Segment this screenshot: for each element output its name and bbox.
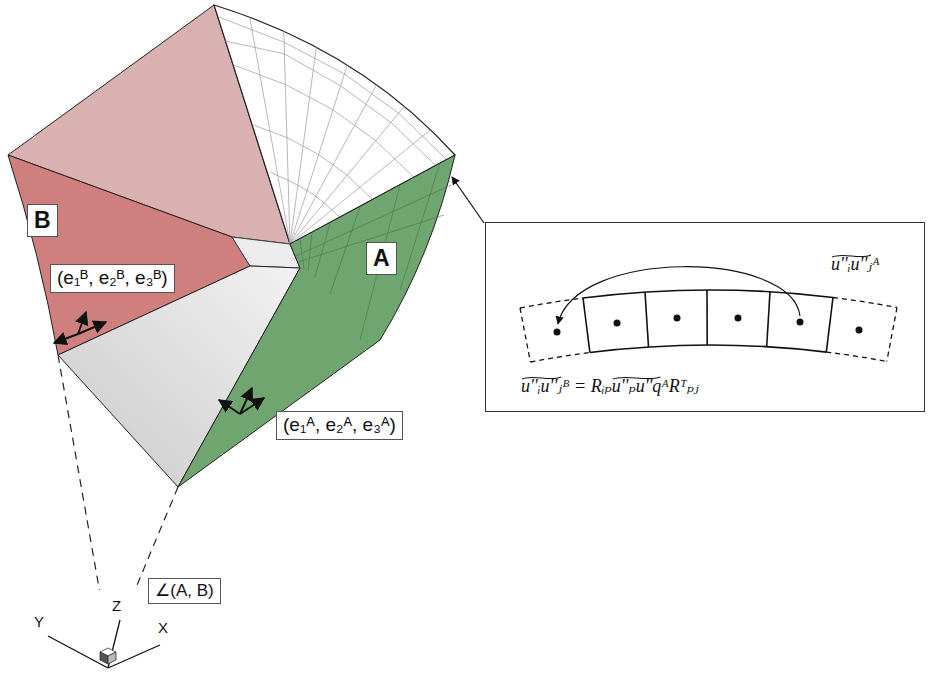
axis-label: Y — [34, 614, 44, 629]
label-text: B — [34, 206, 51, 235]
mesh-grid — [296, 163, 451, 340]
cell-centers — [554, 315, 863, 336]
dashed-line — [58, 355, 99, 590]
label-text: ∠(A, B) — [155, 580, 214, 601]
frame-triad — [54, 312, 106, 343]
face-label: B — [27, 204, 58, 237]
cell-row — [520, 290, 897, 362]
inset-panel: u''ᵢu''ⱼᴬ u''ᵢu''ⱼᴮ = Rᵢₚu''ₚu''qᴬRᵀₚⱼ — [485, 222, 925, 412]
rotation-formula: u''ᵢu''ⱼᴮ = Rᵢₚu''ₚu''qᴬRᵀₚⱼ — [521, 375, 699, 398]
axis-cube — [100, 648, 116, 664]
face-a — [178, 155, 455, 487]
axis-lines — [48, 620, 160, 668]
dashed-line — [135, 487, 178, 590]
leader-arrow — [452, 177, 484, 223]
label-text: (e₁ᴮ, e₂ᴮ, e₃ᴮ) — [57, 266, 168, 290]
face-label: A — [366, 242, 397, 275]
copy-arrow — [558, 267, 800, 324]
frame-triad — [219, 388, 264, 414]
stress-label: u''ᵢu''ⱼᴬ — [831, 253, 880, 276]
axis-label: Z — [112, 598, 121, 613]
label-text: (e₁ᴬ, e₂ᴬ, e₃ᴬ) — [283, 413, 396, 437]
label-text: A — [373, 244, 390, 273]
hub-face — [232, 237, 300, 268]
angle-label: ∠(A, B) — [148, 578, 221, 604]
frame-label: (e₁ᴮ, e₂ᴮ, e₃ᴮ) — [50, 264, 175, 293]
axis-label: X — [158, 620, 168, 635]
frame-label: (e₁ᴬ, e₂ᴬ, e₃ᴬ) — [276, 411, 403, 440]
